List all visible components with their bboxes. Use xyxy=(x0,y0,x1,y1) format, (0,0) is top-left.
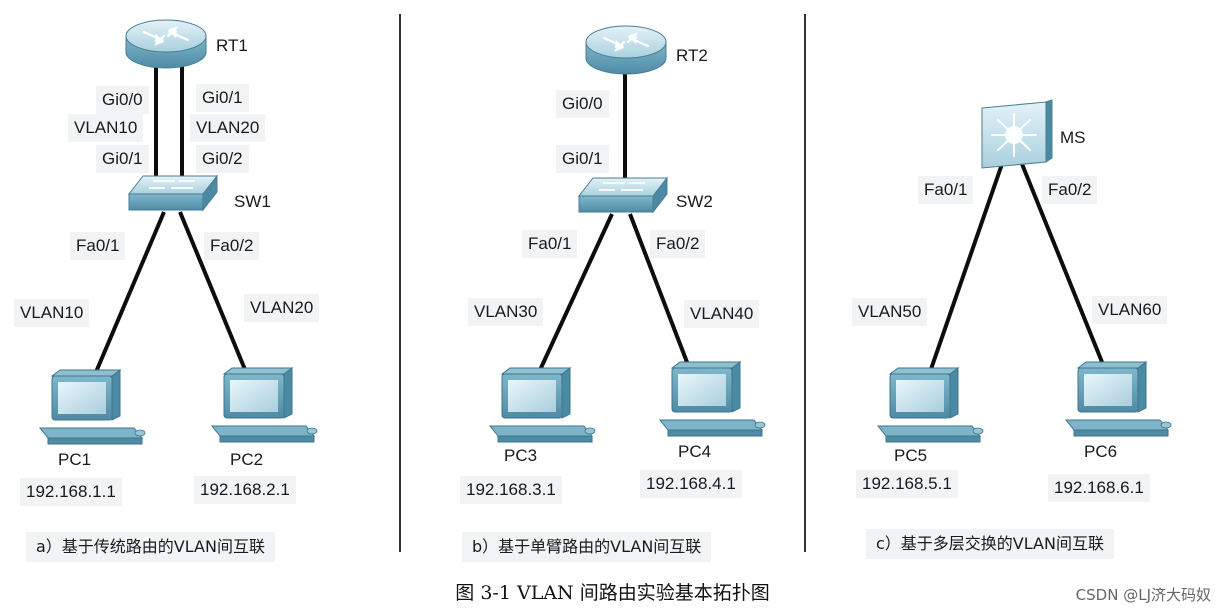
panel-caption: c）基于多层交换的VLAN间互联 xyxy=(866,529,1114,559)
vlan-label: VLAN10 xyxy=(68,114,144,142)
port-label: Fa0/2 xyxy=(1042,176,1098,204)
port-label: Fa0/2 xyxy=(650,230,706,258)
port-label: Gi0/2 xyxy=(196,145,249,173)
port-label: Gi0/1 xyxy=(556,145,609,173)
pc-icon xyxy=(489,367,596,443)
ip-label: 192.168.1.1 xyxy=(20,478,122,506)
pc-label: PC2 xyxy=(230,450,264,469)
vlan-label: VLAN40 xyxy=(684,300,760,328)
router-label: RT1 xyxy=(216,36,248,55)
link-ms-pc6 xyxy=(1020,163,1104,363)
pc-icon xyxy=(659,361,766,437)
vlan-label: VLAN30 xyxy=(468,298,544,326)
link-ms-pc5 xyxy=(928,163,1004,373)
pc-label: PC6 xyxy=(1084,442,1118,461)
vlan-label: VLAN10 xyxy=(14,299,90,327)
port-label: Fa0/1 xyxy=(918,176,974,204)
pc-icon xyxy=(39,369,146,445)
port-label: Fa0/2 xyxy=(204,232,260,260)
panel-caption: a）基于传统路由的VLAN间互联 xyxy=(26,532,275,562)
link-sw2-pc4 xyxy=(628,213,692,371)
multilayer-switch-icon xyxy=(981,99,1053,169)
vlan-label: VLAN20 xyxy=(244,294,320,322)
vlan-label: VLAN60 xyxy=(1092,296,1168,324)
pc-label: PC1 xyxy=(58,450,92,469)
pc-label: PC5 xyxy=(894,446,928,465)
port-label: Fa0/1 xyxy=(522,230,578,258)
port-label: Gi0/0 xyxy=(556,90,609,118)
pc-icon xyxy=(877,367,984,443)
port-label: Gi0/1 xyxy=(196,84,249,112)
panel-caption: b）基于单臂路由的VLAN间互联 xyxy=(462,532,712,562)
ip-label: 192.168.5.1 xyxy=(856,470,958,498)
vlan-label: VLAN50 xyxy=(852,298,928,326)
port-label: Gi0/1 xyxy=(96,145,149,173)
multilayer-switch-label: MS xyxy=(1060,128,1086,147)
pc-icon xyxy=(1065,361,1172,437)
ip-label: 192.168.4.1 xyxy=(640,470,742,498)
pc-icon xyxy=(211,367,318,443)
ip-label: 192.168.3.1 xyxy=(460,476,562,504)
watermark: CSDN @LJ济大码奴 xyxy=(1075,586,1211,604)
switch-label: SW2 xyxy=(676,192,713,211)
switch-label: SW1 xyxy=(234,192,271,211)
link-sw1-pc2 xyxy=(178,211,248,373)
switch-icon xyxy=(578,177,668,213)
ip-label: 192.168.2.1 xyxy=(194,476,296,504)
switch-icon xyxy=(128,175,218,211)
router-icon xyxy=(584,24,668,76)
figure-caption: 图 3-1 VLAN 间路由实验基本拓扑图 xyxy=(455,582,770,604)
pc-label: PC3 xyxy=(504,446,538,465)
link-sw1-pc1 xyxy=(94,211,166,373)
router-icon xyxy=(124,18,208,70)
ip-label: 192.168.6.1 xyxy=(1048,474,1150,502)
router-label: RT2 xyxy=(676,46,708,65)
port-label: Gi0/0 xyxy=(96,86,149,114)
pc-label: PC4 xyxy=(678,442,712,461)
link-sw2-pc3 xyxy=(538,213,614,371)
port-label: Fa0/1 xyxy=(70,232,126,260)
vlan-label: VLAN20 xyxy=(190,114,266,142)
